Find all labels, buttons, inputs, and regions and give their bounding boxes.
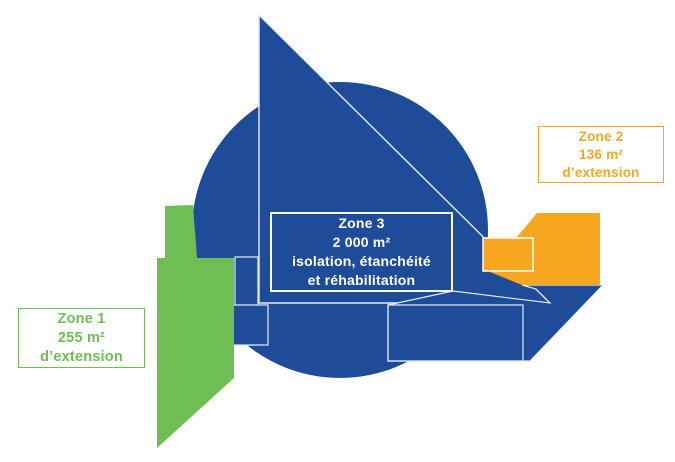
zone2-description: d’extension — [562, 164, 640, 180]
building-annex-rect-left-lower — [232, 304, 269, 346]
zone1-label-box: Zone 1 255 m² d’extension — [18, 308, 145, 368]
zone1-area: 255 m² — [57, 329, 106, 346]
zone3-area: 2 000 m² — [332, 234, 391, 250]
zone1-extension-shape — [157, 205, 234, 448]
zone2-label-box: Zone 2 136 m² d’extension — [538, 126, 664, 183]
zone2-extension-small-rect — [482, 237, 534, 272]
zone3-label-box: Zone 3 2 000 m² isolation, étanchéité et… — [270, 212, 453, 292]
zone3-description-line2: et réhabilitation — [307, 272, 416, 288]
building-pier-rect-outline — [387, 304, 524, 362]
zone2-area: 136 m² — [579, 146, 623, 162]
zone1-description: d’extension — [40, 348, 123, 365]
zone3-description-line1: isolation, étanchéité — [292, 253, 431, 269]
zone3-title: Zone 3 — [338, 215, 385, 231]
zone2-title: Zone 2 — [578, 128, 624, 144]
zone1-title: Zone 1 — [57, 310, 106, 327]
